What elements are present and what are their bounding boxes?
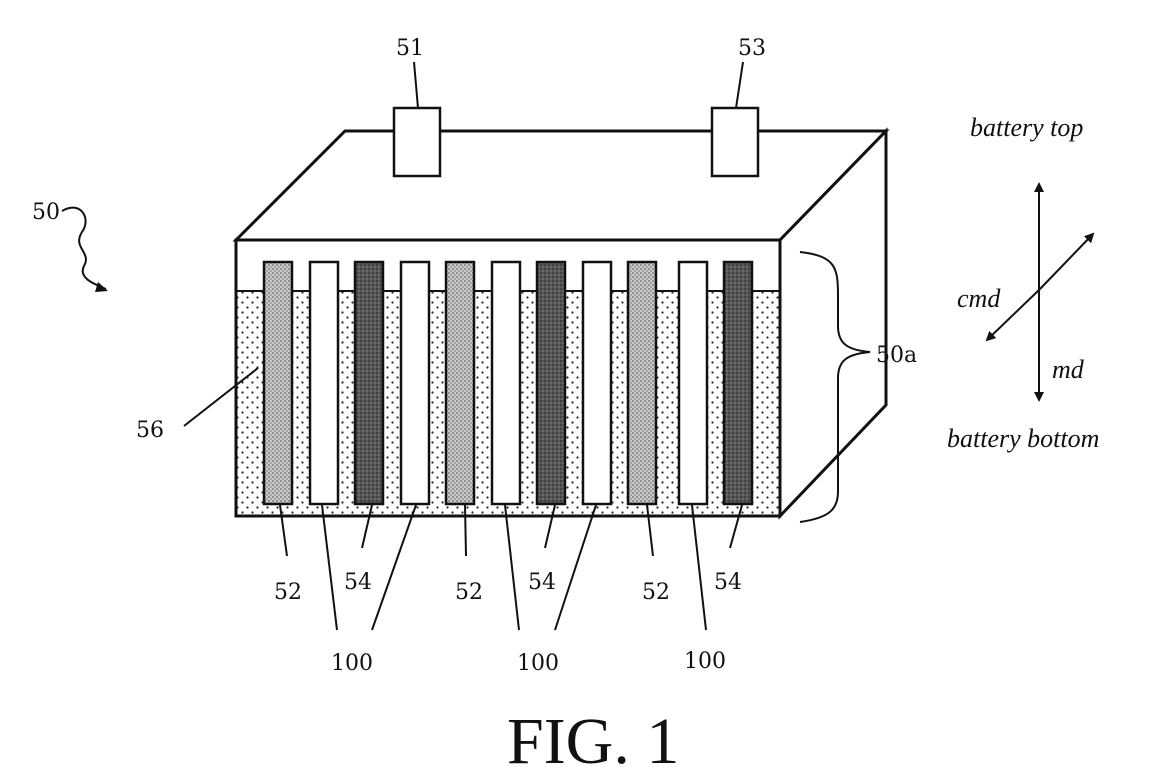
label-cmd: cmd	[957, 284, 1001, 313]
label-battery-section: 50a	[876, 343, 917, 368]
label-terminal-right: 53	[738, 36, 766, 61]
label-positive-plate: 52	[274, 580, 302, 605]
squiggle-leader	[62, 208, 106, 289]
label-negative-plate: 54	[714, 570, 742, 595]
negative-plate	[724, 262, 752, 504]
separator	[679, 262, 707, 504]
figure-caption: FIG. 1	[507, 705, 679, 768]
separator	[583, 262, 611, 504]
plate-stack	[264, 262, 752, 504]
label-negative-plate: 54	[344, 570, 372, 595]
label-terminal-left: 51	[396, 36, 424, 61]
label-battery-top: battery top	[970, 113, 1083, 142]
label-separator: 100	[517, 651, 559, 676]
terminal-left	[394, 108, 440, 176]
label-negative-plate: 54	[528, 570, 556, 595]
label-md: md	[1052, 355, 1085, 384]
bottom-leaders	[280, 505, 742, 630]
terminal-right	[712, 108, 758, 176]
label-battery: 50	[32, 200, 60, 225]
label-electrolyte: 56	[136, 418, 164, 443]
positive-plate	[628, 262, 656, 504]
separator	[401, 262, 429, 504]
positive-plate	[264, 262, 292, 504]
battery-top-face	[236, 131, 886, 240]
label-battery-bottom: battery bottom	[947, 424, 1099, 453]
label-separator: 100	[331, 651, 373, 676]
separator	[492, 262, 520, 504]
positive-plate	[446, 262, 474, 504]
separator	[310, 262, 338, 504]
label-positive-plate: 52	[642, 580, 670, 605]
label-separator: 100	[684, 649, 726, 674]
negative-plate	[537, 262, 565, 504]
cmd-arrow	[1040, 234, 1093, 289]
negative-plate	[355, 262, 383, 504]
label-positive-plate: 52	[455, 580, 483, 605]
